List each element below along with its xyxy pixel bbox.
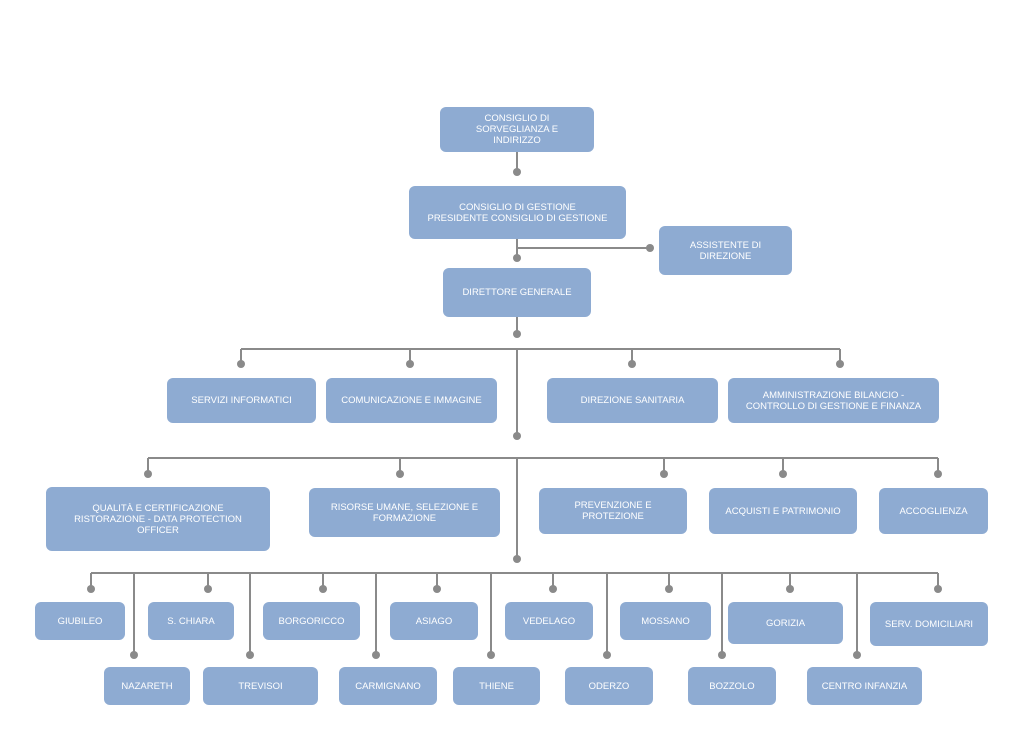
node-acquisti: ACQUISTI E PATRIMONIO xyxy=(709,488,857,534)
node-s-chiara: S. CHIARA xyxy=(148,602,234,640)
node-serv-domiciliari: SERV. DOMICILIARI xyxy=(870,602,988,646)
node-direttore-generale: DIRETTORE GENERALE xyxy=(443,268,591,317)
node-oderzo: ODERZO xyxy=(565,667,653,705)
node-servizi-informatici: SERVIZI INFORMATICI xyxy=(167,378,316,423)
node-comunicazione-immagine: COMUNICAZIONE E IMMAGINE xyxy=(326,378,497,423)
node-gorizia: GORIZIA xyxy=(728,602,843,644)
node-thiene: THIENE xyxy=(453,667,540,705)
node-accoglienza: ACCOGLIENZA xyxy=(879,488,988,534)
node-centro-infanzia: CENTRO INFANZIA xyxy=(807,667,922,705)
node-trevisoi: TREVISOI xyxy=(203,667,318,705)
node-mossano: MOSSANO xyxy=(620,602,711,640)
node-bozzolo: BOZZOLO xyxy=(688,667,776,705)
node-giubileo: GIUBILEO xyxy=(35,602,125,640)
node-amministrazione: AMMINISTRAZIONE BILANCIO - CONTROLLO DI … xyxy=(728,378,939,423)
node-nazareth: NAZARETH xyxy=(104,667,190,705)
node-risorse-umane: RISORSE UMANE, SELEZIONE E FORMAZIONE xyxy=(309,488,500,537)
node-qualita: QUALITÀ E CERTIFICAZIONE RISTORAZIONE - … xyxy=(46,487,270,551)
node-borgoricco: BORGORICCO xyxy=(263,602,360,640)
node-asiago: ASIAGO xyxy=(390,602,478,640)
node-vedelago: VEDELAGO xyxy=(505,602,593,640)
node-assistente-direzione: ASSISTENTE DI DIREZIONE xyxy=(659,226,792,275)
node-prevenzione: PREVENZIONE E PROTEZIONE xyxy=(539,488,687,534)
node-consiglio-gestione: CONSIGLIO DI GESTIONE PRESIDENTE CONSIGL… xyxy=(409,186,626,239)
node-carmignano: CARMIGNANO xyxy=(339,667,437,705)
node-consiglio-sorveglianza: CONSIGLIO DI SORVEGLIANZA E INDIRIZZO xyxy=(440,107,594,152)
node-direzione-sanitaria: DIREZIONE SANITARIA xyxy=(547,378,718,423)
